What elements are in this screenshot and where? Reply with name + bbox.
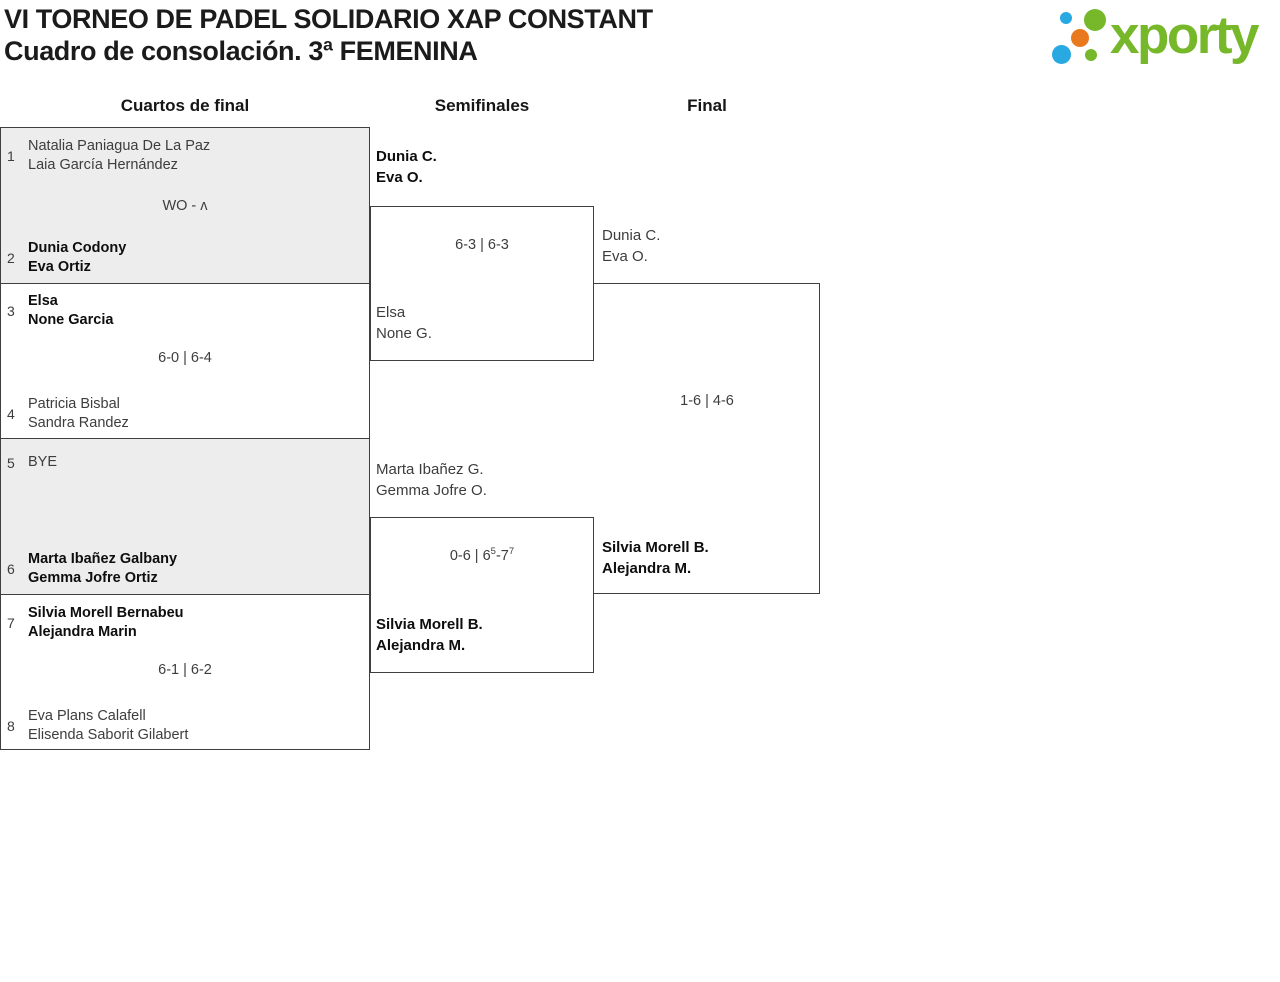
player-name: Elisenda Saborit Gilabert <box>28 727 189 743</box>
player-name: Eva Plans Calafell <box>28 708 146 724</box>
match-qf1-area <box>1 128 369 284</box>
match-score: 6-3 | 6-3 <box>455 237 509 253</box>
seed-number: 5 <box>7 454 15 471</box>
team-name: Dunia C. Eva O. <box>602 225 660 267</box>
team-name: Patricia Bisbal Sandra Randez <box>28 395 129 433</box>
player-name: Elsa <box>376 304 406 321</box>
match-sf2-box <box>370 517 594 673</box>
score-tiebreak: 7 <box>508 546 515 558</box>
match-final-box <box>594 283 820 594</box>
match-score: 6-1 | 6-2 <box>158 662 212 678</box>
team-name: Elsa None G. <box>376 302 432 344</box>
score-segment: -7 <box>495 548 509 564</box>
player-name: Natalia Paniagua De La Paz <box>28 138 211 154</box>
team-name: Elsa None Garcia <box>28 292 113 330</box>
player-name: Patricia Bisbal <box>28 396 120 412</box>
player-name: Eva O. <box>376 169 423 186</box>
logo-dot-blue-medium <box>1052 45 1071 64</box>
round-header-cuartos: Cuartos de final <box>120 96 250 115</box>
seed-number: 2 <box>7 250 15 266</box>
match-score: 1-6 | 4-6 <box>680 393 734 409</box>
team-name: Eva Plans Calafell Elisenda Saborit Gila… <box>28 707 188 745</box>
player-name: Alejandra M. <box>376 637 466 654</box>
tournament-subtitle: Cuadro de consolación. 3ª FEMENINA <box>4 36 478 66</box>
player-name: Gemma Jofre O. <box>376 482 487 499</box>
player-name: Eva O. <box>602 248 648 265</box>
match-sf1-box <box>370 206 594 361</box>
logo-wordmark: xporty <box>1110 6 1259 65</box>
player-name: Marta Ibañez G. <box>376 461 484 478</box>
seed-number: 3 <box>7 303 15 319</box>
logo-dot-blue-small <box>1060 12 1072 24</box>
team-name: Silvia Morell Bernabeu Alejandra Marin <box>28 604 184 642</box>
tournament-title: VI TORNEO DE PADEL SOLIDARIO XAP CONSTAN… <box>4 4 653 34</box>
quarterfinals-block <box>0 127 370 750</box>
score-segment: 0-6 | 6 <box>449 548 491 564</box>
team-name: Natalia Paniagua De La Paz Laia García H… <box>28 137 210 175</box>
team-name: Marta Ibañez G. Gemma Jofre O. <box>376 459 487 501</box>
team-name: Silvia Morell B. Alejandra M. <box>376 614 483 656</box>
player-name: Elsa <box>28 293 58 309</box>
player-name: None G. <box>376 325 432 342</box>
player-name: Alejandra M. <box>602 560 692 577</box>
player-name: Sandra Randez <box>28 415 129 431</box>
player-name: Laia García Hernández <box>28 157 178 173</box>
logo-dot-green-large <box>1084 9 1106 31</box>
seed-number: 7 <box>7 615 15 631</box>
logo-dot-green-small <box>1085 49 1097 61</box>
logo-dot-orange <box>1071 29 1089 47</box>
player-name: Dunia C. <box>376 148 437 165</box>
match-qf2-area <box>1 284 369 439</box>
seed-number: 1 <box>7 148 15 164</box>
team-name: Marta Ibañez Galbany Gemma Jofre Ortiz <box>28 550 177 588</box>
team-name: BYE <box>28 453 57 472</box>
player-name: Silvia Morell Bernabeu <box>28 605 184 621</box>
score-tiebreak: 5 <box>490 546 496 558</box>
player-name: Eva Ortiz <box>28 259 91 275</box>
player-name: Silvia Morell B. <box>602 539 709 556</box>
player-name: BYE <box>28 454 58 470</box>
player-name: Silvia Morell B. <box>376 616 483 633</box>
match-score: WO - ʌ <box>162 198 208 214</box>
player-name: Dunia Codony <box>28 240 127 256</box>
seed-number: 8 <box>7 718 15 734</box>
player-name: Dunia C. <box>602 227 661 244</box>
player-name: Gemma Jofre Ortiz <box>28 570 158 586</box>
player-name: None Garcia <box>28 312 114 328</box>
team-name: Dunia C. Eva O. <box>376 146 437 188</box>
seed-number: 4 <box>7 406 15 422</box>
round-header-semis: Semifinales <box>434 96 530 115</box>
player-name: Alejandra Marin <box>28 624 137 640</box>
round-header-final: Final <box>687 96 727 115</box>
match-qf3-area <box>1 439 369 595</box>
match-score: 0-6 | 65-77 <box>370 547 594 566</box>
player-name: Marta Ibañez Galbany <box>28 551 178 567</box>
team-name: Silvia Morell B. Alejandra M. <box>602 537 709 579</box>
team-name: Dunia Codony Eva Ortiz <box>28 239 126 277</box>
match-score: 6-0 | 6-4 <box>158 350 212 366</box>
seed-number: 6 <box>7 561 15 577</box>
